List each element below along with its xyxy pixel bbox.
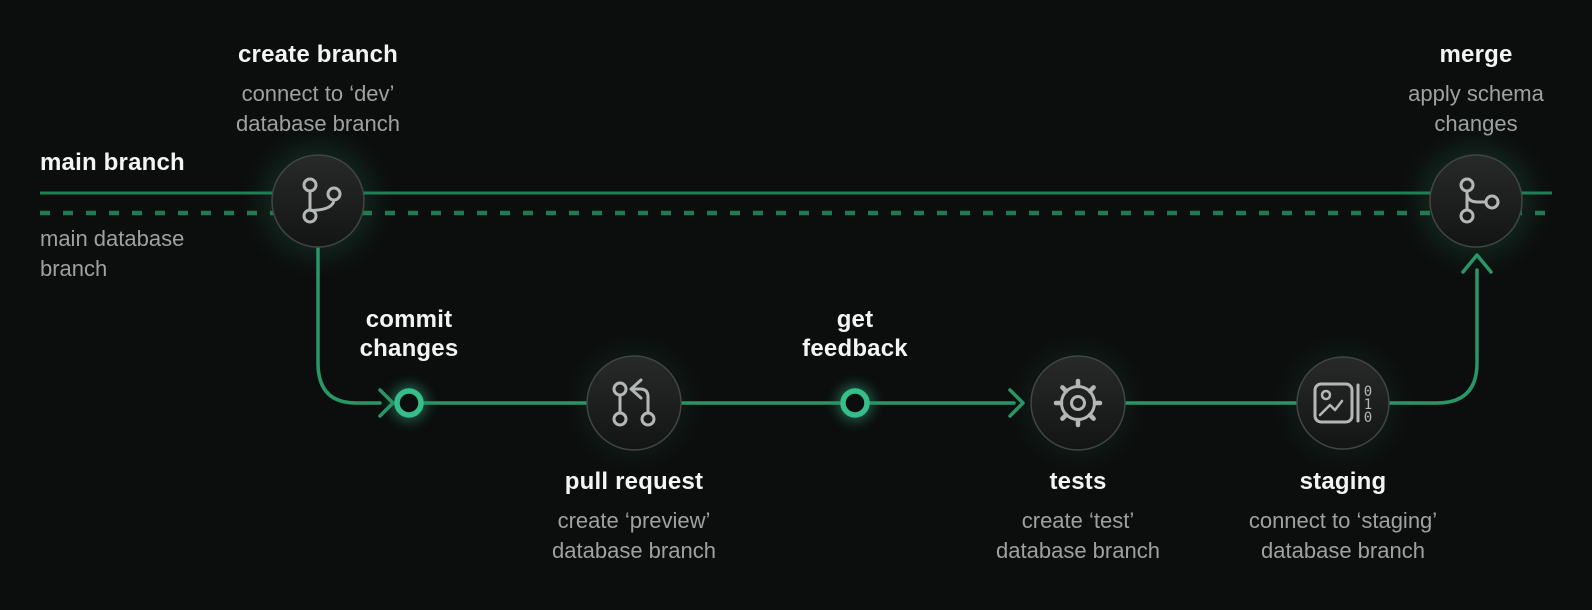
tests-title: tests: [1049, 468, 1107, 495]
get-feedback-title: get feedback: [802, 306, 908, 362]
pull-request-title: pull request: [564, 468, 704, 495]
merge-subtitle: apply schema changes: [1408, 81, 1544, 136]
node-create-branch: [271, 154, 365, 248]
merge-title: merge: [1439, 41, 1513, 68]
commit-changes-title: commit changes: [359, 306, 459, 362]
arrowhead-into-merge: [1461, 253, 1493, 274]
commit-ring-icon: [394, 388, 424, 418]
arrowhead-into-tests: [1008, 388, 1025, 418]
branch-up-segment: [1387, 268, 1479, 405]
node-pull-request: [586, 355, 682, 451]
git-pull-request-icon: [612, 378, 656, 427]
node-circle: [271, 154, 365, 248]
create-branch-title: create branch: [237, 41, 399, 68]
digit-0-top: 0: [1364, 384, 1372, 400]
feedback-ring-icon: [840, 388, 870, 418]
staging-subtitle: connect to ‘staging’ database branch: [1248, 508, 1438, 563]
git-merge-icon: [1459, 177, 1500, 224]
branch-down-segment: [316, 245, 382, 405]
node-staging: 0 1 0: [1296, 356, 1390, 450]
node-circle: [1296, 356, 1390, 450]
node-tests: [1030, 355, 1126, 451]
gear-icon: [1053, 378, 1103, 428]
git-branch-icon: [302, 177, 342, 224]
main-database-branch-label: main database branch: [40, 226, 185, 281]
digit-1-middle: 1: [1364, 397, 1372, 413]
pull-request-subtitle: create ‘preview’ database branch: [552, 508, 716, 563]
node-circle: [1030, 355, 1126, 451]
node-merge: [1429, 154, 1523, 248]
node-circle: [586, 355, 682, 451]
digit-0-bottom: 0: [1364, 410, 1372, 426]
image-to-data-icon: 0 1 0: [1313, 382, 1372, 426]
staging-title: staging: [1299, 468, 1387, 495]
tests-subtitle: create ‘test’ database branch: [996, 508, 1160, 563]
main-branch-label: main branch: [40, 149, 185, 176]
arrowhead-into-commit: [378, 388, 395, 418]
create-branch-subtitle: connect to ‘dev’ database branch: [236, 81, 400, 136]
